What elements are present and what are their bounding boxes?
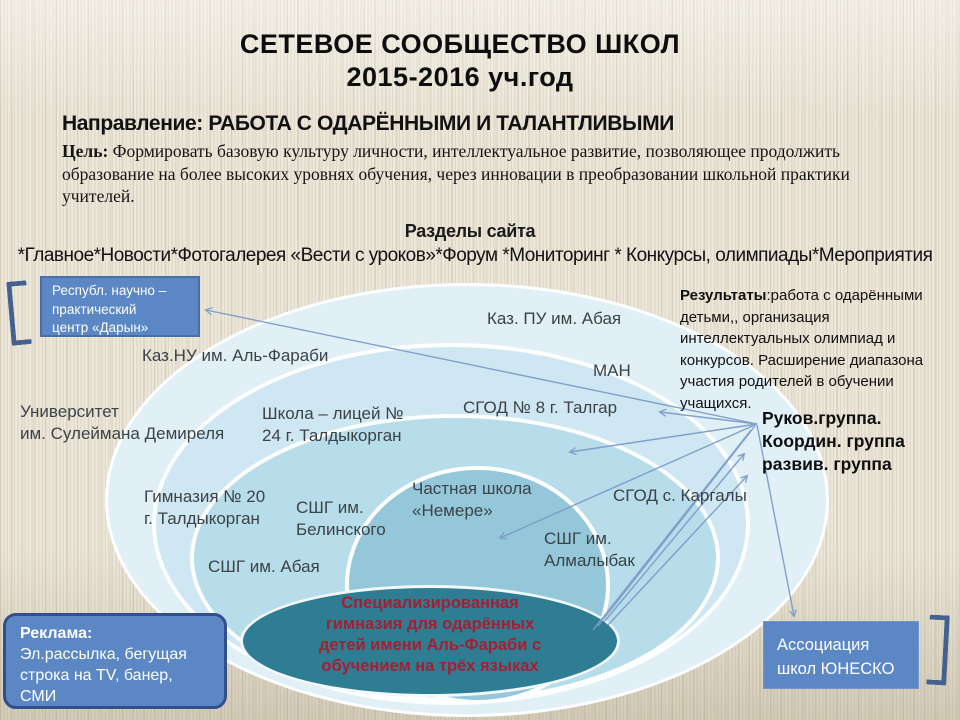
school-label-kargaly: СГОД с. Каргалы bbox=[613, 486, 747, 505]
direction-text: РАБОТА С ОДАРЁННЫМИ И ТАЛАНТЛИВЫМИ bbox=[202, 112, 674, 135]
results-block: Результаты:работа с одарёнными детьми,, … bbox=[680, 285, 934, 414]
school-label-belinsky: СШГ им. Белинского bbox=[296, 498, 386, 539]
unesco-association-box: Ассоциация школ ЮНЕСКО bbox=[763, 621, 919, 689]
slide-title: СЕТЕВОЕ СООБЩЕСТВО ШКОЛ 2015-2016 уч.год bbox=[0, 28, 920, 94]
advertising-label: Реклама: bbox=[20, 625, 93, 642]
slide-title-line1: СЕТЕВОЕ СООБЩЕСТВО ШКОЛ bbox=[239, 29, 681, 59]
advertising-box: Реклама: Эл.рассылка, бегущая строка на T… bbox=[3, 613, 227, 709]
school-label-kaz-pu: Каз. ПУ им. Абая bbox=[487, 309, 622, 328]
school-label-man: МАН bbox=[593, 361, 631, 380]
site-sections-title: Разделы сайта bbox=[404, 221, 536, 241]
school-label-nemere: Частная школа «Немере» bbox=[412, 479, 532, 520]
school-label-almalybak: СШГ им. Алмалыбак bbox=[544, 529, 635, 570]
daryn-center-box: Республ. научно – практический центр «Да… bbox=[40, 276, 200, 337]
goal-paragraph: Цель: Формировать базовую культуру лично… bbox=[62, 140, 918, 208]
goal-text: Формировать базовую культуру личности, и… bbox=[62, 141, 850, 206]
groups-block: Руков.группа. Координ. группа развив. гр… bbox=[762, 408, 905, 474]
ellipse-center-teal bbox=[240, 585, 620, 697]
results-label: Результаты bbox=[680, 287, 767, 304]
direction-label: Направление: bbox=[62, 112, 203, 135]
school-label-abay: СШГ им. Абая bbox=[208, 557, 320, 576]
site-sections-items: *Главное*Новости*Фотогалерея «Вести с ур… bbox=[17, 245, 933, 266]
school-label-gymnasium-20: Гимназия № 20 г. Талдыкорган bbox=[144, 487, 266, 528]
center-ellipse-text: Специализированная гимназия для одарённы… bbox=[318, 594, 542, 675]
school-label-kaz-nu: Каз.НУ им. Аль-Фараби bbox=[142, 346, 329, 365]
left-bracket-shape bbox=[6, 280, 32, 346]
school-label-university: Университет им. Сулеймана Демиреля bbox=[20, 402, 225, 443]
advertising-text: Эл.рассылка, бегущая строка на TV, банер… bbox=[20, 646, 187, 705]
school-label-sgod-8: СГОД № 8 г. Талгар bbox=[463, 398, 618, 417]
slide-title-line2: 2015-2016 уч.год bbox=[346, 62, 574, 92]
goal-label: Цель: bbox=[62, 141, 109, 161]
direction-line: Направление: РАБОТА С ОДАРЁННЫМИ И ТАЛАН… bbox=[62, 112, 674, 136]
school-label-lyceum-24: Школа – лицей № 24 г. Талдыкорган bbox=[262, 404, 404, 445]
results-text: :работа с одарёнными детьми,, организаци… bbox=[680, 287, 924, 412]
right-bracket-shape bbox=[926, 614, 950, 686]
